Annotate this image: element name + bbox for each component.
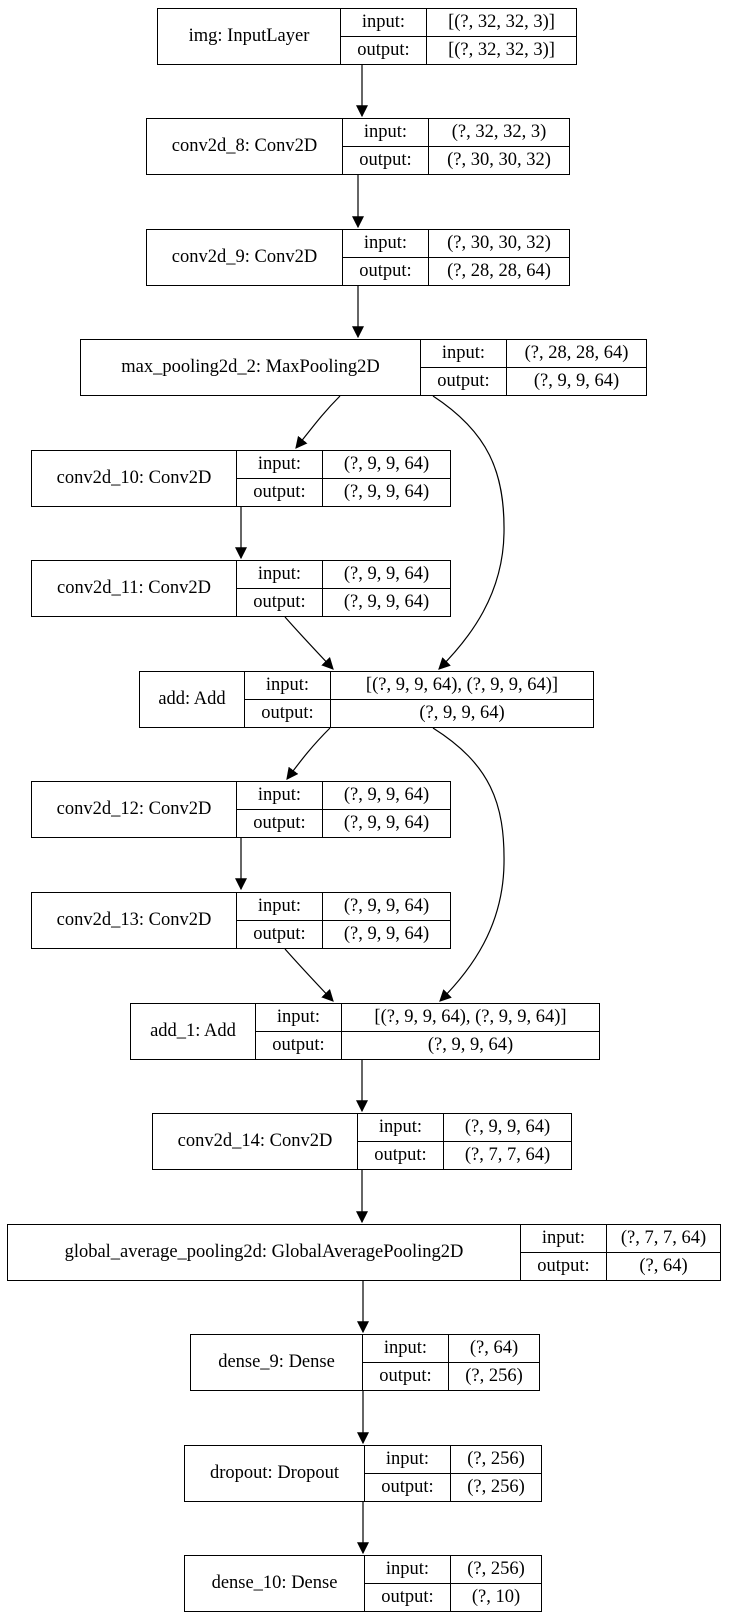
- output-shape: (?, 30, 30, 32): [447, 150, 551, 170]
- layer-label: conv2d_10: Conv2D: [32, 451, 237, 506]
- input-shape: (?, 30, 30, 32): [447, 233, 551, 253]
- layer-node-img: img: InputLayer input: [(?, 32, 32, 3)] …: [157, 8, 577, 65]
- input-shape: (?, 64): [469, 1338, 519, 1358]
- layer-node-conv2d_13: conv2d_13: Conv2D input: (?, 9, 9, 64) o…: [31, 892, 451, 949]
- output-row-label: output:: [343, 147, 429, 174]
- output-row-label: output:: [237, 589, 323, 616]
- layer-label: dropout: Dropout: [185, 1446, 365, 1501]
- input-row-label: input:: [363, 1335, 449, 1362]
- layer-label: add: Add: [140, 672, 245, 727]
- output-shape: (?, 10): [471, 1587, 521, 1607]
- edge-max_pooling2d_2-conv2d_10: [295, 395, 341, 449]
- edge-conv2d_13-add_1: [284, 948, 334, 1002]
- output-row-label: output:: [365, 1584, 451, 1611]
- layer-label: add_1: Add: [131, 1004, 256, 1059]
- layer-node-dropout: dropout: Dropout input: (?, 256) output:…: [184, 1445, 542, 1502]
- edge-add-conv2d_12: [286, 727, 331, 780]
- layer-label: dense_9: Dense: [191, 1335, 363, 1390]
- output-shape: (?, 7, 7, 64): [464, 1145, 551, 1165]
- output-row-label: output:: [358, 1142, 444, 1169]
- input-shape: [(?, 32, 32, 3)]: [448, 12, 555, 32]
- output-shape: (?, 256): [467, 1477, 525, 1497]
- output-shape: (?, 9, 9, 64): [343, 924, 430, 944]
- output-shape: (?, 9, 9, 64): [419, 703, 505, 723]
- input-row-label: input:: [358, 1114, 444, 1141]
- layer-node-conv2d_14: conv2d_14: Conv2D input: (?, 9, 9, 64) o…: [152, 1113, 572, 1170]
- input-row-label: input:: [237, 451, 323, 478]
- input-shape: (?, 7, 7, 64): [620, 1228, 707, 1248]
- output-row-label: output:: [237, 921, 323, 948]
- edge-conv2d_11-add: [284, 616, 334, 670]
- input-shape: (?, 9, 9, 64): [464, 1117, 551, 1137]
- output-shape: (?, 9, 9, 64): [427, 1035, 514, 1055]
- layer-node-add: add: Add input: [(?, 9, 9, 64), (?, 9, 9…: [139, 671, 594, 728]
- layer-label: conv2d_14: Conv2D: [153, 1114, 358, 1169]
- output-row-label: output:: [521, 1253, 607, 1280]
- output-row-label: output:: [421, 368, 507, 395]
- layer-node-conv2d_9: conv2d_9: Conv2D input: (?, 30, 30, 32) …: [146, 229, 570, 286]
- input-row-label: input:: [237, 561, 323, 588]
- input-row-label: input:: [343, 230, 429, 257]
- output-shape: (?, 9, 9, 64): [343, 592, 430, 612]
- input-shape: (?, 9, 9, 64): [343, 896, 430, 916]
- input-row-label: input:: [365, 1446, 451, 1473]
- layer-node-conv2d_8: conv2d_8: Conv2D input: (?, 32, 32, 3) o…: [146, 118, 570, 175]
- layer-node-dense_9: dense_9: Dense input: (?, 64) output: (?…: [190, 1334, 540, 1391]
- layer-node-global_average_pooling2d: global_average_pooling2d: GlobalAverageP…: [7, 1224, 721, 1281]
- output-row-label: output:: [237, 810, 323, 837]
- output-shape: (?, 28, 28, 64): [447, 261, 551, 281]
- layer-node-add_1: add_1: Add input: [(?, 9, 9, 64), (?, 9,…: [130, 1003, 600, 1060]
- output-shape: [(?, 32, 32, 3)]: [448, 40, 555, 60]
- input-row-label: input:: [237, 893, 323, 920]
- output-row-label: output:: [245, 700, 331, 727]
- output-row-label: output:: [256, 1032, 342, 1059]
- input-row-label: input:: [256, 1004, 342, 1031]
- output-shape: (?, 64): [639, 1256, 688, 1276]
- output-row-label: output:: [237, 479, 323, 506]
- input-shape: (?, 32, 32, 3): [451, 122, 547, 142]
- layer-label: conv2d_12: Conv2D: [32, 782, 237, 837]
- output-shape: (?, 9, 9, 64): [343, 813, 430, 833]
- layer-node-conv2d_12: conv2d_12: Conv2D input: (?, 9, 9, 64) o…: [31, 781, 451, 838]
- layer-label: img: InputLayer: [158, 9, 341, 64]
- output-shape: (?, 256): [465, 1366, 523, 1386]
- layer-label: max_pooling2d_2: MaxPooling2D: [81, 340, 421, 395]
- input-row-label: input:: [365, 1556, 451, 1583]
- input-shape: (?, 9, 9, 64): [343, 454, 430, 474]
- edge-add-add_1: [432, 727, 505, 1002]
- layer-label: conv2d_8: Conv2D: [147, 119, 343, 174]
- input-shape: (?, 256): [467, 1559, 525, 1579]
- input-shape: [(?, 9, 9, 64), (?, 9, 9, 64)]: [374, 1007, 567, 1027]
- layer-label: conv2d_9: Conv2D: [147, 230, 343, 285]
- output-row-label: output:: [363, 1363, 449, 1390]
- output-shape: (?, 9, 9, 64): [343, 482, 430, 502]
- output-row-label: output:: [365, 1474, 451, 1501]
- layer-label: global_average_pooling2d: GlobalAverageP…: [8, 1225, 521, 1280]
- layer-node-conv2d_10: conv2d_10: Conv2D input: (?, 9, 9, 64) o…: [31, 450, 451, 507]
- input-row-label: input:: [237, 782, 323, 809]
- output-row-label: output:: [343, 258, 429, 285]
- input-row-label: input:: [341, 9, 427, 36]
- input-row-label: input:: [521, 1225, 607, 1252]
- layer-node-dense_10: dense_10: Dense input: (?, 256) output: …: [184, 1555, 542, 1612]
- edge-max_pooling2d_2-add: [432, 395, 505, 670]
- layer-node-conv2d_11: conv2d_11: Conv2D input: (?, 9, 9, 64) o…: [31, 560, 451, 617]
- layer-node-max_pooling2d_2: max_pooling2d_2: MaxPooling2D input: (?,…: [80, 339, 647, 396]
- input-shape: (?, 9, 9, 64): [343, 564, 430, 584]
- input-shape: (?, 256): [467, 1449, 525, 1469]
- input-row-label: input:: [343, 119, 429, 146]
- layer-label: dense_10: Dense: [185, 1556, 365, 1611]
- layer-label: conv2d_11: Conv2D: [32, 561, 237, 616]
- output-shape: (?, 9, 9, 64): [533, 371, 620, 391]
- layer-label: conv2d_13: Conv2D: [32, 893, 237, 948]
- input-row-label: input:: [421, 340, 507, 367]
- input-shape: (?, 9, 9, 64): [343, 785, 430, 805]
- input-shape: [(?, 9, 9, 64), (?, 9, 9, 64)]: [365, 675, 559, 695]
- input-row-label: input:: [245, 672, 331, 699]
- output-row-label: output:: [341, 37, 427, 64]
- input-shape: (?, 28, 28, 64): [524, 343, 629, 363]
